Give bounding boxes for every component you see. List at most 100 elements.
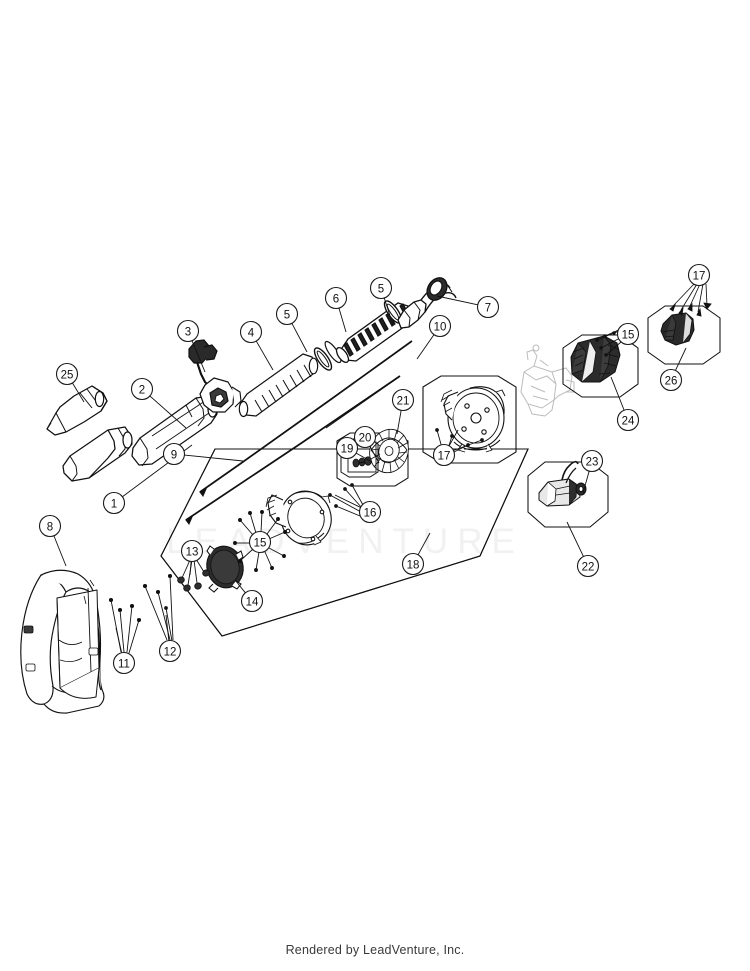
callout-bubble[interactable] (248, 530, 272, 554)
callout-bubble[interactable] (616, 322, 640, 346)
leader-line-5 (383, 297, 394, 326)
callout-number: 5 (378, 283, 384, 295)
part-26-air-filter-assembly[interactable] (660, 312, 695, 346)
callout-bubble[interactable] (659, 368, 683, 392)
callout-ignition-module-group[interactable]: 22 (576, 554, 600, 578)
callout-bubble[interactable] (275, 302, 299, 326)
callout-filter-screws[interactable]: 17 (687, 263, 711, 287)
part-12-harness-bolts[interactable] (142, 573, 174, 642)
callout-bubble[interactable] (102, 491, 126, 515)
callout-bubble[interactable] (391, 388, 415, 412)
part-11-harness-screws[interactable] (108, 597, 142, 654)
callout-volute-screws[interactable]: 16 (358, 500, 382, 524)
callout-bubble[interactable] (432, 443, 456, 467)
leader-line-11 (115, 627, 123, 653)
callout-blower-tube-lower[interactable]: 2 (130, 377, 154, 401)
part-16-volute-housing[interactable] (265, 485, 338, 552)
leader-line-13 (189, 561, 192, 576)
callout-number: 4 (248, 327, 255, 339)
part-6-flexible-hose[interactable] (334, 302, 413, 364)
callout-bubble[interactable] (158, 639, 182, 663)
part-4-ribbed-tube[interactable] (238, 353, 319, 418)
callout-bubble[interactable] (401, 552, 425, 576)
callout-backpack-harness[interactable]: 8 (38, 514, 62, 538)
callout-bubble[interactable] (576, 554, 600, 578)
leader-line-22 (566, 521, 584, 557)
callout-bubble[interactable] (112, 651, 136, 675)
callout-bubble[interactable] (616, 408, 640, 432)
callout-tube-clamp-ring-upper[interactable]: 5 (369, 276, 393, 300)
callout-bubble[interactable] (324, 286, 348, 310)
callout-harness-bolts[interactable]: 12 (158, 639, 182, 663)
part-14-air-filter[interactable] (202, 542, 248, 593)
footer-credit: Rendered by LeadVenture, Inc. (285, 943, 465, 957)
callout-blower-housing-screws[interactable]: 17 (432, 443, 456, 467)
ghost-engine-reference (520, 344, 575, 417)
callout-number: 17 (693, 270, 706, 282)
callout-bubble[interactable] (358, 500, 382, 524)
part-19-20-bolts[interactable] (352, 456, 372, 468)
callout-bubble[interactable] (180, 539, 204, 563)
callout-number: 1 (111, 498, 117, 510)
callout-bubble[interactable] (240, 589, 264, 613)
callout-cylinder-cover-group[interactable]: 24 (616, 408, 640, 432)
callout-number: 24 (622, 415, 635, 427)
leader-line-17 (448, 429, 459, 447)
part-24-cylinder-cover[interactable] (570, 335, 621, 383)
callout-number: 2 (139, 384, 145, 396)
callout-bubble[interactable] (176, 319, 200, 343)
callout-bubble[interactable] (580, 449, 604, 473)
callout-bubble[interactable] (239, 320, 263, 344)
callout-number: 14 (246, 596, 259, 608)
callout-bubble[interactable] (369, 276, 393, 300)
callout-elbow-outlet-cuff[interactable]: 7 (476, 295, 500, 319)
part-13-mount-nuts[interactable] (177, 558, 210, 592)
callout-fastener-set-lower[interactable]: 15 (248, 530, 272, 554)
part-25-flat-nozzle[interactable] (46, 385, 108, 436)
callout-throttle-cable[interactable]: 10 (428, 314, 452, 338)
part-9-control-cable[interactable] (185, 375, 401, 525)
part-5-clamp-ring-lower[interactable] (311, 345, 334, 372)
callout-number: 11 (118, 658, 130, 670)
part-blower-housing[interactable] (440, 386, 506, 453)
callout-flexible-corrugated-hose[interactable]: 6 (324, 286, 348, 310)
callout-mount-nuts[interactable]: 13 (180, 539, 204, 563)
part-21-fan-impeller[interactable] (364, 424, 415, 478)
callout-number: 9 (171, 449, 177, 461)
callout-impeller-washer[interactable]: 20 (353, 425, 377, 449)
callout-control-cable-long[interactable]: 9 (162, 442, 186, 466)
callout-cover-screws[interactable]: 15 (616, 322, 640, 346)
callout-bubble[interactable] (687, 263, 711, 287)
part-1-round-nozzle[interactable] (62, 426, 133, 482)
callout-bubble[interactable] (38, 514, 62, 538)
callout-engine-assembly-group[interactable]: 18 (401, 552, 425, 576)
callout-throttle-control-handle[interactable]: 3 (176, 319, 200, 343)
callout-impeller-bolts[interactable]: 19 (335, 436, 359, 460)
callout-harness-screws[interactable]: 11 (112, 651, 136, 675)
callout-bubble[interactable] (55, 362, 79, 386)
callout-tube-clamp-ring-lower[interactable]: 5 (275, 302, 299, 326)
callout-ribbed-blower-tube[interactable]: 4 (239, 320, 263, 344)
callout-spark-plug-cap[interactable]: 23 (580, 449, 604, 473)
callout-round-blower-nozzle[interactable]: 1 (102, 491, 126, 515)
leader-line-3 (191, 340, 206, 373)
callout-flat-concentrator-nozzle[interactable]: 25 (55, 362, 79, 386)
part-15-fastener-set-lower[interactable] (233, 510, 287, 572)
callout-bubble[interactable] (428, 314, 452, 338)
callout-air-filter-group[interactable]: 26 (659, 368, 683, 392)
callout-bubble[interactable] (130, 377, 154, 401)
callout-fan-impeller[interactable]: 21 (391, 388, 415, 412)
leader-line-8 (53, 535, 67, 567)
callout-bubble[interactable] (335, 436, 359, 460)
callout-number: 18 (407, 559, 420, 571)
part-8-backpack-harness[interactable] (20, 569, 105, 714)
leader-line-23 (582, 470, 590, 494)
part-10-throttle-cable[interactable] (199, 340, 413, 497)
part-7-elbow-outlet[interactable] (397, 274, 457, 329)
callout-bubble[interactable] (353, 425, 377, 449)
callout-bubble[interactable] (162, 442, 186, 466)
part-22-ignition-module[interactable] (538, 460, 587, 507)
callout-air-filter-element[interactable]: 14 (240, 589, 264, 613)
callout-bubble[interactable] (476, 295, 500, 319)
